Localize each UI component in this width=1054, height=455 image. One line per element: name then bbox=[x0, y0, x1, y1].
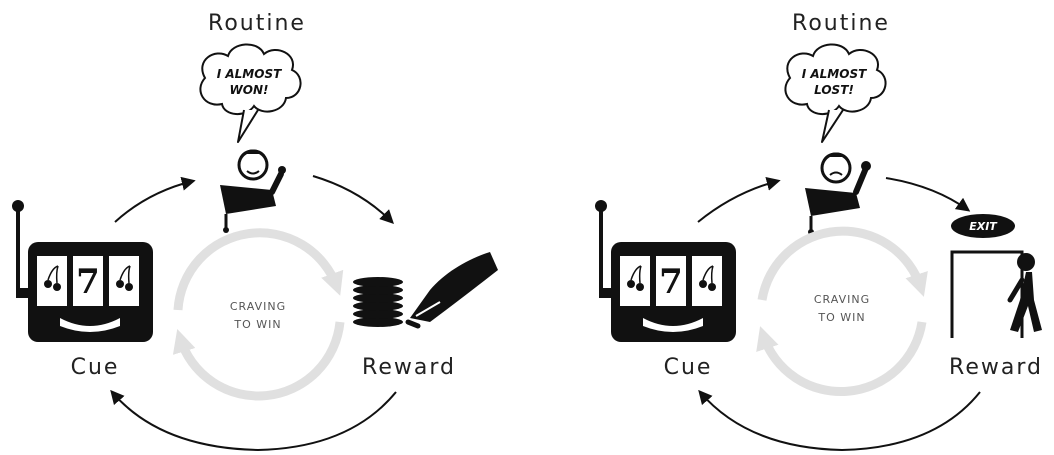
thought-bubble: I ALMOST WON! bbox=[199, 43, 302, 143]
reward-label: Reward bbox=[362, 355, 456, 380]
thought-bubble: I ALMOST LOST! bbox=[784, 43, 887, 143]
thought-text-line2: LOST! bbox=[814, 83, 854, 97]
craving-cycle-ring bbox=[172, 228, 345, 401]
thought-text-line1: I ALMOST bbox=[802, 67, 867, 81]
gambler-frustrated-icon bbox=[805, 152, 871, 235]
reward-to-cue-arrow bbox=[110, 389, 397, 452]
exit-sign-text: EXIT bbox=[969, 220, 998, 233]
routine-to-reward-arrow bbox=[312, 175, 394, 224]
thought-text-line2: WON! bbox=[230, 83, 269, 97]
exit-door-icon: EXIT bbox=[950, 214, 1042, 338]
habit-loop-panel-won: Routine I ALMOST WON! bbox=[12, 11, 498, 452]
coin-stack-and-hand-icon bbox=[312, 252, 498, 329]
exit-sign bbox=[951, 214, 1015, 238]
cue-to-routine-arrow bbox=[697, 176, 781, 223]
gambler-celebrating-icon bbox=[220, 149, 286, 233]
routine-label: Routine bbox=[792, 11, 890, 36]
craving-cycle-ring bbox=[756, 226, 928, 397]
slot-machine-icon: 7 bbox=[12, 200, 153, 342]
reward-label: Reward bbox=[949, 355, 1043, 380]
reel-digit: 7 bbox=[76, 262, 100, 302]
craving-text-line2: TO WIN bbox=[233, 318, 281, 331]
routine-to-reward-arrow bbox=[885, 177, 971, 212]
craving-text-line2: TO WIN bbox=[817, 311, 865, 324]
reward-to-cue-arrow bbox=[698, 389, 981, 452]
craving-text-line1: CRAVING bbox=[230, 300, 286, 313]
thought-text-line1: I ALMOST bbox=[217, 67, 282, 81]
habit-loop-panel-lost: Routine I ALMOST LOST! bbox=[595, 11, 1043, 452]
slot-machine-icon: 7 bbox=[595, 200, 736, 342]
cue-label: Cue bbox=[664, 355, 713, 380]
reel-digit: 7 bbox=[659, 262, 683, 302]
craving-text-line1: CRAVING bbox=[814, 293, 870, 306]
cue-label: Cue bbox=[71, 355, 120, 380]
cue-to-routine-arrow bbox=[114, 176, 196, 223]
routine-label: Routine bbox=[208, 11, 306, 36]
